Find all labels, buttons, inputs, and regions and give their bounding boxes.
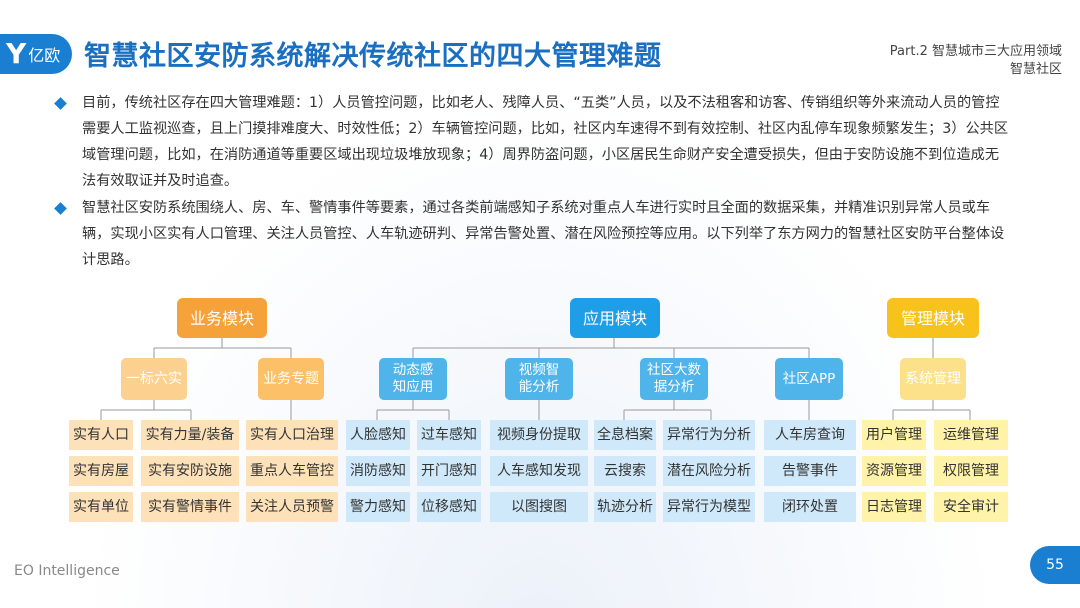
leaf-item: 以图搜图 — [490, 492, 588, 522]
leaf-item: 过车感知 — [417, 420, 481, 450]
paragraph-2: 智慧社区安防系统围绕人、房、车、警情事件等要素，通过各类前端感知子系统对重点人车… — [54, 195, 1012, 273]
logo-glyph: Y — [6, 37, 27, 70]
group-video-analysis: 视频智能分析 — [505, 358, 573, 400]
paragraph-1: 目前，传统社区存在四大管理难题：1）人员管控问题，比如老人、残障人员、“五类”人… — [54, 90, 1012, 194]
leaf-item: 警力感知 — [346, 492, 410, 522]
logo-text: 亿欧 — [28, 46, 61, 65]
leaf-item: 异常行为模型 — [663, 492, 755, 522]
leaf-item: 实有安防设施 — [141, 456, 239, 486]
leaf-item: 人脸感知 — [346, 420, 410, 450]
leaf-item: 位移感知 — [417, 492, 481, 522]
logo: Y 亿欧 — [0, 34, 72, 74]
page-number: 55 — [1030, 546, 1080, 584]
application-module: 应用模块 — [570, 298, 660, 338]
leaf-item: 实有房屋 — [69, 456, 133, 486]
leaf-item: 用户管理 — [862, 420, 926, 450]
group-system-management: 系统管理 — [900, 358, 966, 400]
leaf-item: 安全审计 — [934, 492, 1008, 522]
page-title: 智慧社区安防系统解决传统社区的四大管理难题 — [84, 41, 662, 72]
leaf-item: 开门感知 — [417, 456, 481, 486]
leaf-item: 告警事件 — [764, 456, 856, 486]
group-community-app: 社区APP — [775, 358, 843, 400]
management-module: 管理模块 — [887, 298, 979, 338]
group-bigdata-analysis: 社区大数据分析 — [640, 358, 708, 400]
leaf-item: 资源管理 — [862, 456, 926, 486]
leaf-item: 人车房查询 — [764, 420, 856, 450]
leaf-item: 实有人口 — [69, 420, 133, 450]
group-business-topics: 业务专题 — [258, 358, 324, 400]
group-dynamic-sensing: 动态感知应用 — [379, 358, 447, 400]
leaf-item: 云搜索 — [594, 456, 656, 486]
leaf-item: 消防感知 — [346, 456, 410, 486]
leaf-item: 人车感知发现 — [490, 456, 588, 486]
group-yibiao-liushi: 一标六实 — [121, 358, 187, 400]
leaf-item: 重点人车管控 — [246, 456, 338, 486]
business-module: 业务模块 — [177, 298, 267, 338]
leaf-item: 关注人员预警 — [246, 492, 338, 522]
paragraph-1-text: 目前，传统社区存在四大管理难题：1）人员管控问题，比如老人、残障人员、“五类”人… — [82, 95, 1009, 189]
leaf-item: 日志管理 — [862, 492, 926, 522]
leaf-item: 运维管理 — [934, 420, 1008, 450]
part-label: Part.2 智慧城市三大应用领域 — [889, 44, 1062, 59]
footer-brand: EO Intelligence — [14, 563, 120, 579]
leaf-item: 权限管理 — [934, 456, 1008, 486]
leaf-item: 潜在风险分析 — [663, 456, 755, 486]
leaf-item: 实有力量/装备 — [141, 420, 239, 450]
leaf-item: 视频身份提取 — [490, 420, 588, 450]
leaf-item: 异常行为分析 — [663, 420, 755, 450]
section-label: 智慧社区 — [1009, 62, 1062, 77]
leaf-item: 全息档案 — [594, 420, 656, 450]
leaf-item: 闭环处置 — [764, 492, 856, 522]
leaf-item: 实有警情事件 — [141, 492, 239, 522]
leaf-item: 实有单位 — [69, 492, 133, 522]
paragraph-2-text: 智慧社区安防系统围绕人、房、车、警情事件等要素，通过各类前端感知子系统对重点人车… — [82, 200, 1005, 268]
leaf-item: 轨迹分析 — [594, 492, 656, 522]
leaf-item: 实有人口治理 — [246, 420, 338, 450]
